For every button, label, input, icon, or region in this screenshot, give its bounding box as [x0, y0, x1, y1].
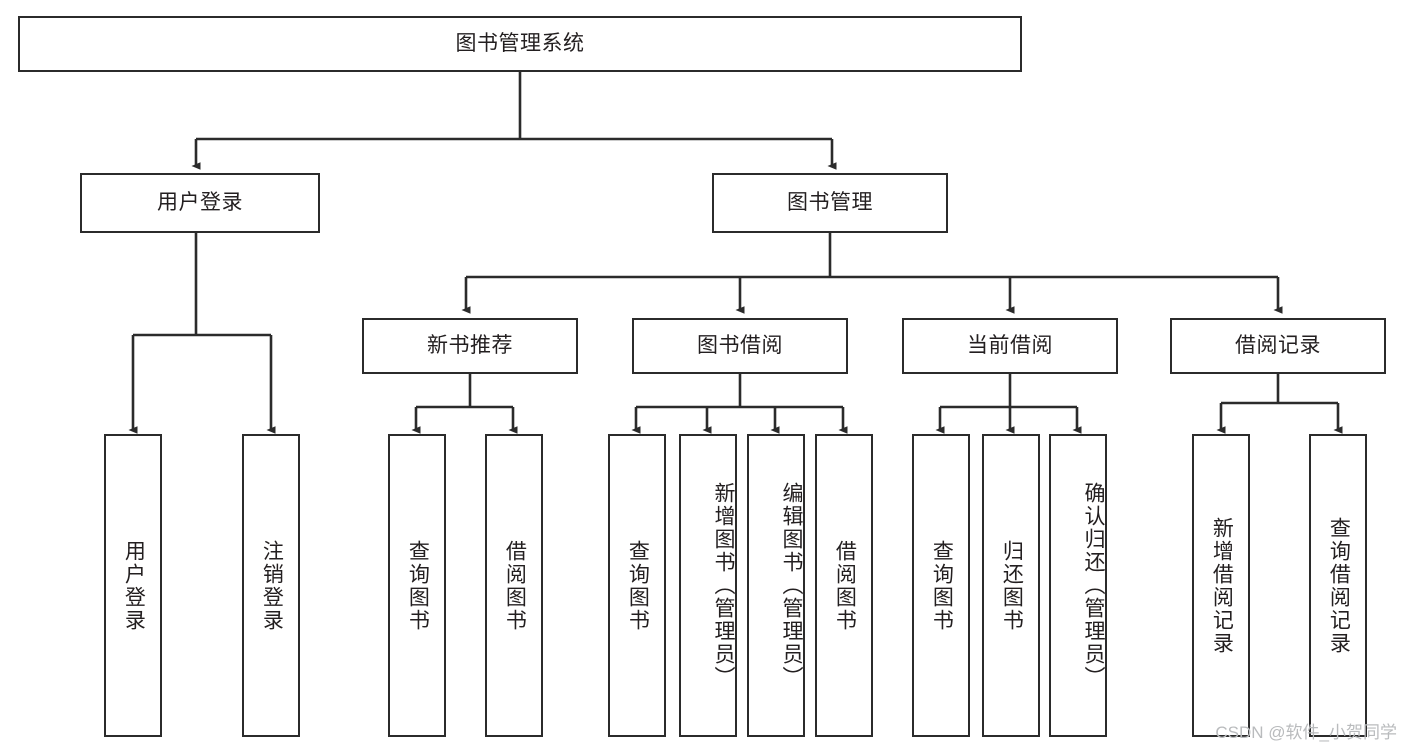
node-label: 当前借阅 — [967, 333, 1053, 357]
node-label: 借阅图书 — [833, 539, 857, 632]
node-label: 新书推荐 — [427, 333, 513, 357]
node-current-borrow[interactable]: 当前借阅 — [902, 318, 1118, 374]
node-leaf-return-book[interactable]: 归还图书 — [982, 434, 1040, 737]
node-label: 查询图书 — [406, 539, 430, 632]
node-leaf-add-book-admin[interactable]: 新增图书（管理员） — [679, 434, 737, 737]
node-leaf-user-login[interactable]: 用户登录 — [104, 434, 162, 737]
node-label: 编辑图书（管理员） — [780, 482, 803, 689]
node-leaf-borrow-book-1[interactable]: 借阅图书 — [485, 434, 543, 737]
node-leaf-query-book-3[interactable]: 查询图书 — [912, 434, 970, 737]
node-label: 借阅图书 — [503, 539, 527, 632]
node-leaf-query-book-2[interactable]: 查询图书 — [608, 434, 666, 737]
node-book-borrow[interactable]: 图书借阅 — [632, 318, 848, 374]
node-label: 查询图书 — [930, 539, 954, 632]
node-leaf-add-borrow-record[interactable]: 新增借阅记录 — [1192, 434, 1250, 737]
node-label: 借阅记录 — [1235, 333, 1321, 357]
node-new-book-recommend[interactable]: 新书推荐 — [362, 318, 578, 374]
node-label: 归还图书 — [1000, 539, 1024, 632]
node-label: 新增图书（管理员） — [712, 482, 735, 689]
node-book-management-system[interactable]: 图书管理系统 — [18, 16, 1022, 72]
node-label: 注销登录 — [260, 539, 284, 632]
csdn-watermark: CSDN @软件_小贺同学 — [1215, 723, 1397, 742]
node-book-management[interactable]: 图书管理 — [712, 173, 948, 233]
node-leaf-query-book-1[interactable]: 查询图书 — [388, 434, 446, 737]
node-user-login[interactable]: 用户登录 — [80, 173, 320, 233]
node-label: 用户登录 — [157, 190, 243, 214]
node-leaf-query-borrow-record[interactable]: 查询借阅记录 — [1309, 434, 1367, 737]
node-leaf-logout-login[interactable]: 注销登录 — [242, 434, 300, 737]
node-label: 新增借阅记录 — [1210, 516, 1234, 655]
node-label: 图书管理 — [787, 190, 873, 214]
node-label: 查询图书 — [626, 539, 650, 632]
node-borrow-record[interactable]: 借阅记录 — [1170, 318, 1386, 374]
node-label: 用户登录 — [122, 539, 146, 632]
node-leaf-confirm-return-admin[interactable]: 确认归还（管理员） — [1049, 434, 1107, 737]
node-label: 确认归还（管理员） — [1082, 482, 1105, 689]
node-leaf-edit-book-admin[interactable]: 编辑图书（管理员） — [747, 434, 805, 737]
node-label: 图书管理系统 — [455, 31, 585, 55]
node-leaf-borrow-book-2[interactable]: 借阅图书 — [815, 434, 873, 737]
node-label: 图书借阅 — [697, 333, 783, 357]
node-label: 查询借阅记录 — [1327, 516, 1351, 655]
